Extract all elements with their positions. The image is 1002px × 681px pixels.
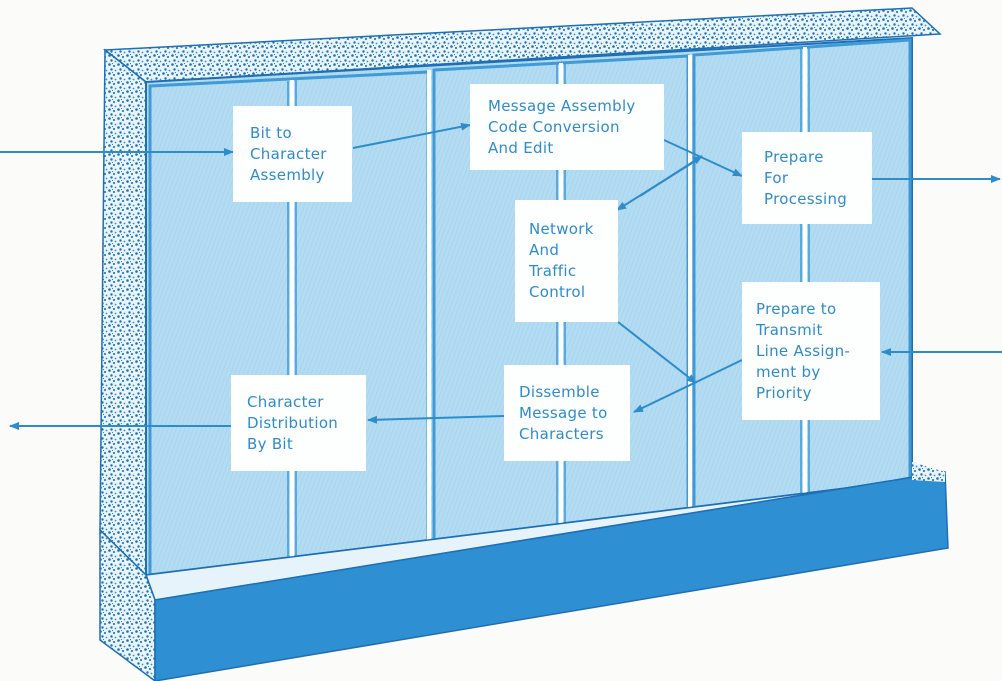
box-line: Network <box>529 220 594 238</box>
box-network-traffic-control: Network And Traffic Control <box>515 200 618 322</box>
arrow-message-to-prepare <box>663 139 743 177</box>
flow-arrows <box>0 122 1002 430</box>
box-line: Traffic <box>529 262 577 280</box>
box-message-assembly: Message Assembly Code Conversion And Edi… <box>470 84 664 170</box>
arrow-dissemble-to-distribution <box>367 415 505 424</box>
box-line: Dissemble <box>519 382 600 401</box>
box-line: Message Assembly <box>488 96 636 115</box>
arrow-network-to-message <box>639 155 703 197</box>
box-line: And <box>529 241 560 259</box>
box-line: Transmit <box>756 320 823 339</box>
cabinet-left-side <box>99 48 147 577</box>
box-line: Bit to <box>250 123 292 142</box>
box-line: Code Conversion <box>488 117 620 136</box>
box-line: Message to <box>519 403 608 422</box>
box-prepare-for-processing: Prepare For Processing <box>742 132 872 224</box>
box-line: Prepare to <box>756 299 837 318</box>
box-line: Assembly <box>250 165 325 184</box>
box-line: Distribution <box>247 413 339 432</box>
box-line: By Bit <box>247 434 294 453</box>
box-line: Priority <box>756 383 812 402</box>
arrow-bit-to-message <box>352 122 471 149</box>
box-line: ment by <box>756 362 821 381</box>
box-dissemble-message: Dissemble Message to Characters <box>504 365 630 461</box>
box-line: Character <box>247 392 324 411</box>
box-line: Processing <box>764 189 848 208</box>
box-line: Control <box>529 283 586 301</box>
box-line: Prepare <box>764 147 824 166</box>
box-line: For <box>764 168 789 187</box>
box-bit-to-character-assembly: Bit to Character Assembly <box>233 106 352 202</box>
cabinet-base <box>99 462 949 681</box>
box-line: And Edit <box>488 138 554 157</box>
box-line: Character <box>250 144 327 163</box>
box-prepare-to-transmit: Prepare to Transmit Line Assign- ment by… <box>742 282 880 420</box>
arrow-network-to-junction <box>617 321 697 384</box>
box-line: Line Assign- <box>756 341 851 360</box>
arrow-transmit-to-dissemble <box>633 359 743 413</box>
box-line: Characters <box>519 424 604 443</box>
box-character-distribution: Character Distribution By Bit <box>231 375 366 471</box>
